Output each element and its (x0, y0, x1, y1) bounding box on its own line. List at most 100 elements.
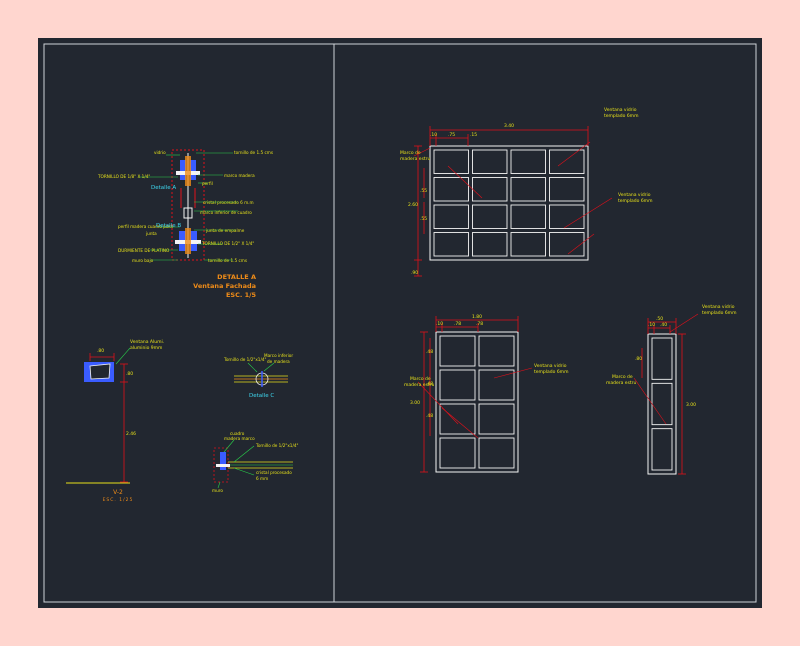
window-narrow: .50 .10 .40 .80 3.00 Ventana vidrio temp… (606, 304, 736, 475)
wn-label-top-2: templado 6mm (702, 310, 736, 316)
window-medium-pane (478, 437, 515, 469)
window-medium-pane (478, 335, 515, 367)
wl-dim-seg-1: .10 (430, 132, 437, 138)
c-label-marco-2: de madera (267, 359, 290, 364)
window-large-pane (549, 204, 585, 229)
window-large-pane (510, 149, 546, 174)
detail-v2: .80 .80 2.46 Ventana Alumi. aluminio 9mm… (66, 339, 164, 503)
wm-dim-seg-3: .78 (476, 321, 483, 327)
wm-label-left-1: Marco de (410, 376, 431, 382)
window-large-pane (549, 177, 585, 202)
detail-title-3: ESC. 1/5 (226, 291, 257, 299)
window-medium-pane (439, 403, 476, 435)
wm-label-right-2: templado 6mm (534, 369, 568, 375)
v2-dim-height: 2.46 (126, 431, 136, 437)
detail-title-2: Ventana Fachada (193, 282, 256, 290)
label-perfil: perfil (202, 181, 213, 186)
wl-dim-seg-2: .75 (448, 132, 455, 138)
label-perfil-madera: perfil madera cuadro para (118, 224, 173, 229)
wn-dim-total-height: 3.00 (686, 402, 696, 408)
wn-dim-seg-1: .10 (648, 322, 655, 328)
label-tornillo-18: TORNILLO DE 1/8" X 1/4" (97, 174, 150, 179)
wn-dim-seg-2: .40 (660, 322, 667, 328)
label-cristal: cristal procesado 6 m.m (203, 200, 254, 205)
window-large-pane (433, 177, 469, 202)
wm-dim-h-3: .48 (426, 413, 433, 419)
d-label-cristal-2: 6 mm (256, 476, 268, 481)
label-vidrio: vidrio (154, 150, 166, 155)
c-label-marco-1: Marco inferior (264, 353, 293, 358)
window-narrow-pane (651, 337, 673, 380)
wl-label-left-2: madera estru (400, 156, 431, 162)
wm-label-left-2: madera estru (404, 382, 435, 388)
label-tornillo-top: tornillo de 1.5 cms (234, 150, 273, 155)
detail-d: cuadro madera marco Tornillo de 1/2"x1/4… (212, 431, 299, 493)
v2-title: V-2 (113, 489, 123, 496)
wl-dim-total-width: 3.40 (504, 123, 514, 129)
wl-dim-seg-3: .15 (470, 132, 477, 138)
wl-dim-h-2: .55 (420, 216, 427, 222)
d-label-cuadro-1: cuadro (230, 431, 245, 436)
label-marco-inferior: marco inferior de cuadro (200, 210, 252, 215)
label-tornillo-bottom: tornillo de 1.5 cms (208, 258, 247, 263)
v2-label-1: Ventana Alumi. (130, 339, 164, 345)
wl-label-right-2: templado 6mm (618, 198, 652, 204)
c-label: Detalle C (249, 393, 274, 399)
cad-drawing: vidrio tornillo de 1.5 cms marco madera … (43, 43, 757, 603)
wn-label-left-2: madera estru (606, 380, 637, 386)
v2-dim-top: .80 (97, 348, 104, 354)
d-label-cristal-1: cristal procesado (256, 470, 292, 475)
window-large-pane (510, 204, 546, 229)
window-medium-pane (439, 369, 476, 401)
window-large-pane (472, 149, 508, 174)
window-large-pane (433, 149, 469, 174)
d-label-tornillo: Tornillo de 1/2"x1/4" (255, 443, 299, 448)
wl-label-right-1: Ventana vidrio (618, 192, 651, 198)
detail-section-a-b: vidrio tornillo de 1.5 cms marco madera … (97, 149, 273, 299)
label-durmiente: DURMIENTE DE PLATINO (118, 248, 170, 253)
v2-dim-right: .80 (126, 371, 133, 377)
label-junta-empalme: junta de empalme (205, 228, 245, 233)
wn-label-top-1: Ventana vidrio (702, 304, 735, 310)
c-label-tornillo: Tornillo de 1/2"x1/4" (223, 357, 267, 362)
wl-label-top-2: templado 6mm (604, 113, 638, 119)
label-detalle-a: Detalle A (151, 185, 176, 191)
window-medium-frame (435, 331, 519, 473)
detail-title-1: DETALLE A (217, 273, 256, 281)
wl-dim-sill: .90 (411, 270, 418, 276)
window-large-panes (433, 149, 585, 257)
wl-label-left-1: Marco de (400, 150, 421, 156)
wn-label-left-1: Marco de (612, 374, 633, 380)
window-large-pane (510, 232, 546, 257)
window-large-pane (472, 232, 508, 257)
wl-dim-h-1: .55 (420, 188, 427, 194)
wl-label-top-1: Ventana vidrio (604, 107, 637, 113)
wm-dim-h-2: .48 (426, 381, 433, 387)
window-medium-panes (439, 335, 515, 469)
sheet-frame (43, 43, 757, 603)
window-large-pane (472, 204, 508, 229)
window-medium-pane (439, 437, 476, 469)
d-label-cuadro-2: madera marco (224, 436, 255, 441)
window-medium: 1.80 .10 .78 .78 .48 .48 .48 3.00 Ventan… (404, 314, 568, 473)
window-narrow-panes (651, 337, 673, 471)
window-narrow-pane (651, 428, 673, 471)
wm-label-right-1: Ventana vidrio (534, 363, 567, 369)
wm-dim-total-height: 3.00 (410, 400, 420, 406)
detail-c: Tornillo de 1/2"x1/4" Marco inferior de … (223, 353, 293, 399)
label-detalle-b: Detalle B (156, 223, 181, 229)
wl-dim-total-height: 2.60 (408, 202, 418, 208)
wm-dim-seg-2: .78 (454, 321, 461, 327)
window-medium-pane (478, 369, 515, 401)
v2-label-2: aluminio 9mm (130, 345, 162, 351)
label-muro-bajo: muro bajo (132, 258, 154, 263)
window-medium-pane (439, 335, 476, 367)
window-large-pane (510, 177, 546, 202)
wm-dim-total-width: 1.80 (472, 314, 482, 320)
wn-dim-h-1: .80 (635, 356, 642, 362)
window-large-pane (472, 177, 508, 202)
window-large-pane (549, 232, 585, 257)
d-label-muro: muro (212, 488, 223, 493)
label-marco-madera: marco madera (224, 173, 255, 178)
window-large-pane (549, 149, 585, 174)
